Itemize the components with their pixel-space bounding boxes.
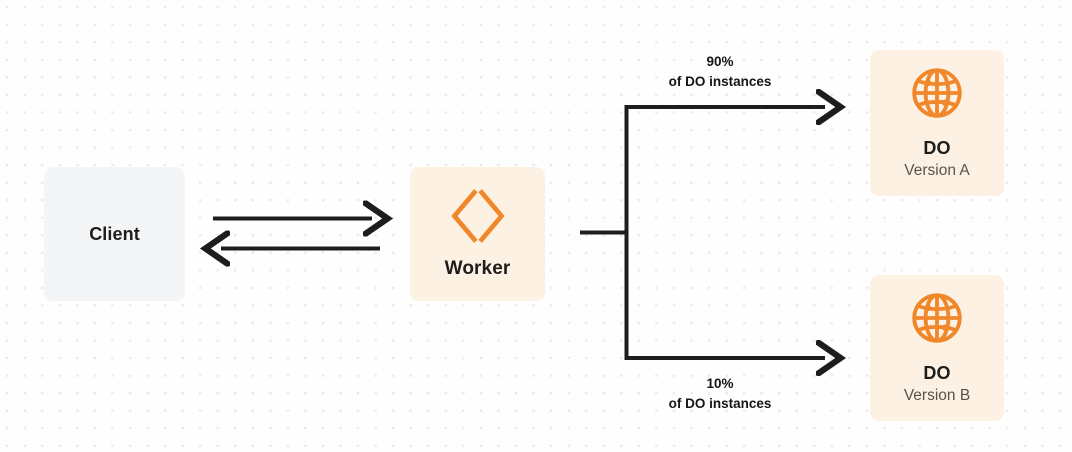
node-client-label: Client <box>89 223 140 244</box>
edge-worker-split-trunk <box>580 107 629 358</box>
node-do-version-a-label: DO <box>923 138 951 159</box>
edge-label-do-b: 10% of DO instances <box>612 374 828 413</box>
edge-label-do-a: 90% of DO instances <box>612 52 828 91</box>
globe-icon <box>909 290 965 346</box>
node-do-version-a[interactable]: DO Version A <box>870 50 1004 196</box>
edge-label-do-a-description: of DO instances <box>668 73 772 89</box>
node-do-version-b[interactable]: DO Version B <box>870 275 1004 421</box>
globe-icon <box>909 65 965 121</box>
node-worker[interactable]: Worker <box>410 167 545 301</box>
node-do-version-b-label: DO <box>923 363 951 384</box>
node-worker-label: Worker <box>444 258 511 280</box>
node-client[interactable]: Client <box>44 167 185 301</box>
node-do-version-a-sublabel: Version A <box>904 161 970 179</box>
cloudflare-workers-icon <box>449 187 507 245</box>
node-do-version-b-sublabel: Version B <box>903 386 971 404</box>
edge-label-do-b-percent: 10% <box>706 376 734 391</box>
edge-label-do-b-description: of DO instances <box>668 395 772 411</box>
edge-label-do-a-percent: 90% <box>706 54 734 69</box>
